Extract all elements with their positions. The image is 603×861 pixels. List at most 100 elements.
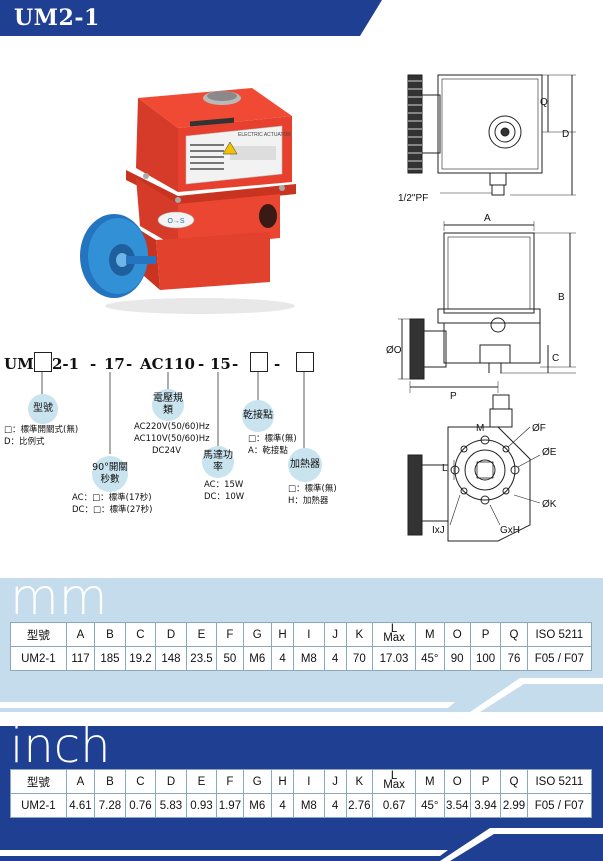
legend-type-option: D：比例式 xyxy=(4,437,45,447)
model-code-connectors xyxy=(41,372,305,454)
table-header-cell: M xyxy=(415,622,445,647)
legend-heater-option: □：標準(無) xyxy=(288,484,337,494)
table-header-cell: G xyxy=(242,769,272,794)
model-code-heater-box xyxy=(296,352,314,372)
table-cell: M8 xyxy=(293,646,325,671)
table-cell: 19.2 xyxy=(124,646,157,671)
table-header-cell: ISO 5211 xyxy=(526,622,593,647)
table-cell: 76 xyxy=(500,646,528,671)
nameplate-text: ELECTRIC ACTUATOR xyxy=(238,132,291,138)
table-cell: 185 xyxy=(94,646,126,671)
table-header-cell: E xyxy=(185,622,218,647)
table-header-cell: ISO 5211 xyxy=(526,769,593,794)
table-header-cell: D xyxy=(155,622,187,647)
table-header-cell: C xyxy=(124,769,157,794)
lmax-l: L xyxy=(390,623,398,635)
legend-time-bubble: 90°開關秒數 xyxy=(92,456,128,492)
model-code-dash: - xyxy=(198,355,205,373)
dim-label-o: ØO xyxy=(386,345,402,356)
table-header-cell: D xyxy=(155,769,187,794)
table-cell: 90 xyxy=(443,646,471,671)
model-code-dash: - xyxy=(274,355,281,373)
table-header-cell: O xyxy=(443,622,471,647)
lmax-max: Max xyxy=(383,779,405,791)
table-cell: F05 / F07 xyxy=(526,646,593,671)
table-cell: 4 xyxy=(323,793,347,818)
inch-unit-title: inch xyxy=(10,726,111,774)
table-cell: 7.28 xyxy=(94,793,126,818)
dim-label-pf: 1/2"PF xyxy=(398,193,428,204)
table-header-cell: B xyxy=(94,769,126,794)
table-header-cell: J xyxy=(323,622,347,647)
legend-voltage-option: DC24V xyxy=(152,446,182,456)
table-cell: 1.97 xyxy=(216,793,244,818)
lmax-l: L xyxy=(390,770,398,782)
model-code-dash: - xyxy=(90,355,97,373)
legend-dry-contact-bubble: 乾接點 xyxy=(242,400,274,432)
model-code-power: 15 xyxy=(210,355,231,373)
table-header-cell: A xyxy=(65,622,96,647)
table-header-cell: I xyxy=(293,622,325,647)
table-header-cell: F xyxy=(216,622,244,647)
table-header-cell: E xyxy=(185,769,218,794)
position-knob-label: O→S xyxy=(167,218,184,225)
legend-time-option: DC：□：標準(27秒) xyxy=(72,505,153,515)
table-cell: 45° xyxy=(415,793,445,818)
table-cell: 0.67 xyxy=(371,793,417,818)
legend-power-option: DC：10W xyxy=(204,492,245,502)
table-header-cell: M xyxy=(415,769,445,794)
dim-label-f: ØF xyxy=(532,423,546,434)
dim-label-q: Q xyxy=(540,97,548,108)
page-title: UM2-1 xyxy=(14,5,100,31)
header-bar-tail xyxy=(360,0,382,36)
legend-voltage-option: AC110V(50/60)Hz xyxy=(134,434,210,444)
model-code-type-box xyxy=(34,352,52,372)
dimension-drawings: Q D 1/2"PF A B ØO C P ØF ØE L M ØK IxJ G… xyxy=(386,74,576,542)
dim-label-p: P xyxy=(450,391,457,402)
model-code-prefix: UM xyxy=(4,355,34,373)
table-cell: UM2-1 xyxy=(10,646,67,671)
dim-label-d: D xyxy=(562,129,569,140)
dim-label-c: C xyxy=(552,353,559,364)
dim-label-e: ØE xyxy=(542,447,557,458)
legend-dry-contact-option: A：乾接點 xyxy=(248,446,288,456)
table-cell: 100 xyxy=(469,646,502,671)
dim-label-b: B xyxy=(558,292,565,303)
table-row: UM2-1 117 185 19.2 148 23.5 50 M6 4 M8 4… xyxy=(10,646,593,671)
table-cell: 3.94 xyxy=(469,793,502,818)
table-header-cell: P xyxy=(469,622,502,647)
legend-heater-bubble: 加熱器 xyxy=(288,448,322,482)
legend-time-option: AC：□：標準(17秒) xyxy=(72,493,152,503)
dim-label-gxh: GxH xyxy=(500,525,520,536)
table-cell: 45° xyxy=(415,646,445,671)
legend-power-option: AC：15W xyxy=(204,480,244,490)
inch-band-stripes xyxy=(0,828,603,861)
table-cell: F05 / F07 xyxy=(526,793,593,818)
table-header-cell: J xyxy=(323,769,347,794)
table-cell: 2.99 xyxy=(500,793,528,818)
table-row: UM2-1 4.61 7.28 0.76 5.83 0.93 1.97 M6 4… xyxy=(10,793,593,818)
table-cell: 0.93 xyxy=(185,793,218,818)
legend-voltage-option: AC220V(50/60)Hz xyxy=(134,422,210,432)
table-cell: 148 xyxy=(155,646,187,671)
table-header-cell: G xyxy=(242,622,272,647)
model-code-dash: - xyxy=(232,355,239,373)
dim-label-k: ØK xyxy=(542,499,557,510)
table-header-cell: Q xyxy=(500,769,528,794)
actuator-photo: ELECTRIC ACTUATOR O→S xyxy=(80,88,296,314)
table-cell: UM2-1 xyxy=(10,793,67,818)
table-header-cell: K xyxy=(345,622,373,647)
table-cell: 4 xyxy=(323,646,347,671)
table-cell: 4 xyxy=(270,793,295,818)
mm-band-stripes xyxy=(0,678,603,712)
table-header-cell: K xyxy=(345,769,373,794)
table-cell: 5.83 xyxy=(155,793,187,818)
legend-power-bubble: 馬達功率 xyxy=(202,446,234,478)
table-cell: 17.03 xyxy=(371,646,417,671)
table-cell: M8 xyxy=(293,793,325,818)
table-cell: 3.54 xyxy=(443,793,471,818)
dim-label-ixj: IxJ xyxy=(432,525,445,536)
